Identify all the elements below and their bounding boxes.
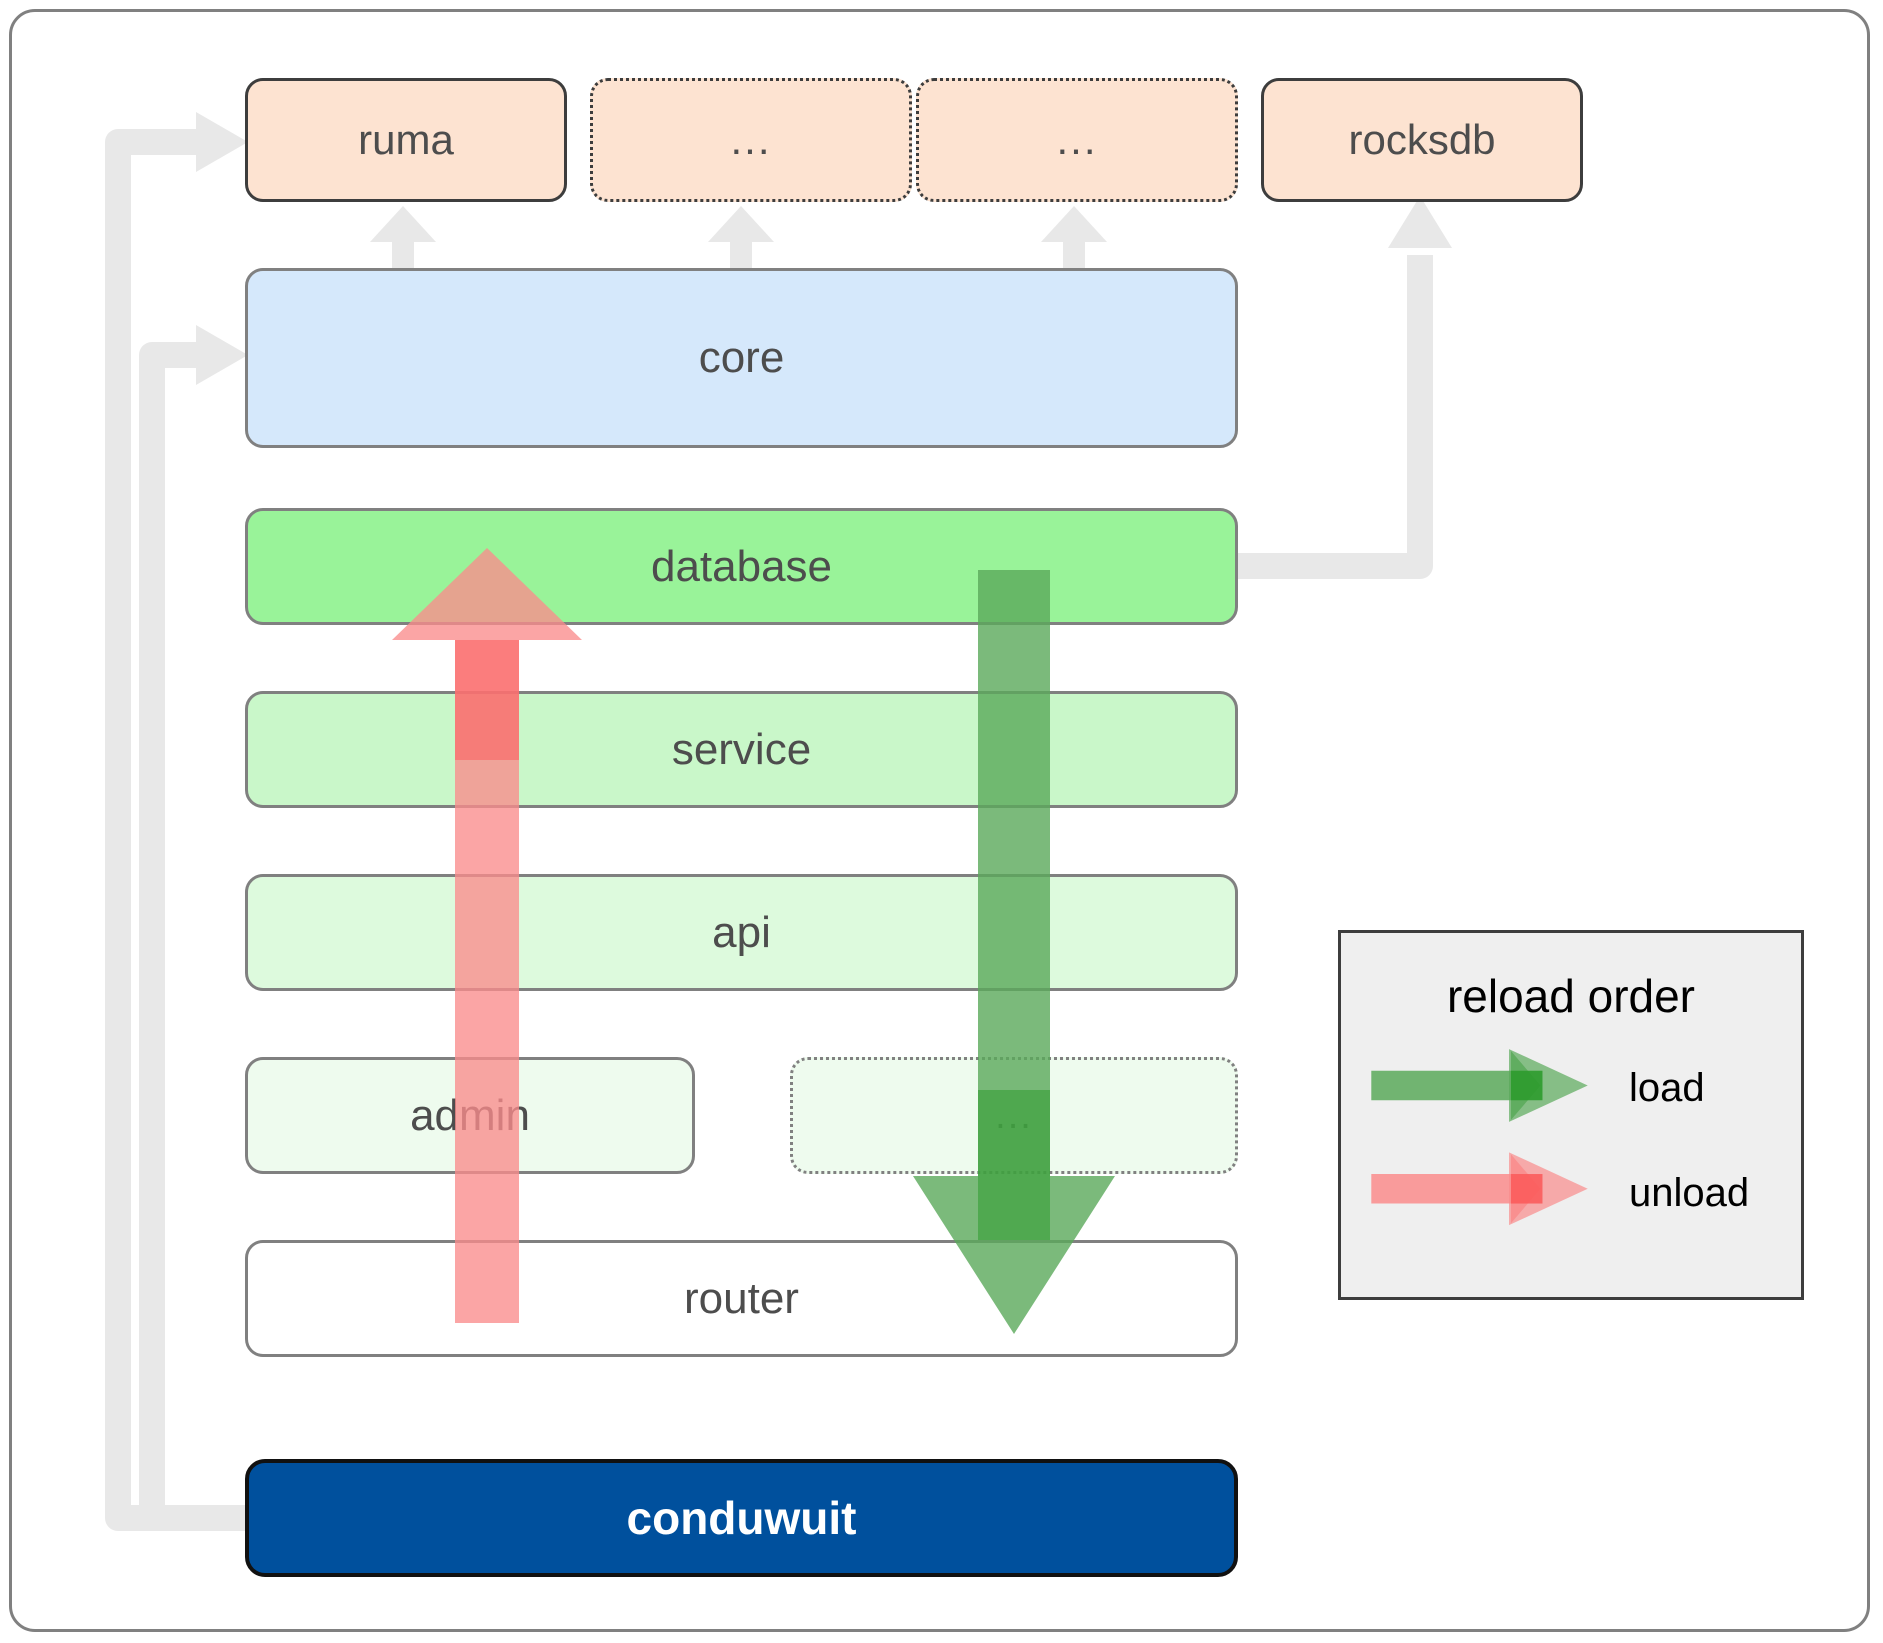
layer-label-ellipsis-3: ... (995, 1094, 1033, 1137)
legend-label-unload: unload (1629, 1171, 1750, 1215)
legend-arrow-glyphs (1371, 1049, 1588, 1226)
dependency-label-ellipsis-2: ... (1056, 116, 1098, 163)
layer-box-ellipsis-3[interactable]: ... (790, 1057, 1238, 1174)
diagram-frame (9, 9, 1870, 1632)
legend-title: reload order (1446, 970, 1696, 1022)
dependency-label-rocksdb: rocksdb (1348, 116, 1496, 163)
brand-label-conduwuit: conduwuit (626, 1492, 857, 1544)
layer-box-core[interactable]: core (245, 268, 1238, 448)
dependency-box-ruma[interactable]: ruma (245, 78, 567, 202)
layer-label-api: api (712, 907, 771, 957)
layer-label-service: service (671, 724, 812, 774)
legend-label-load: load (1629, 1066, 1705, 1110)
layer-box-service[interactable]: service (245, 691, 1238, 808)
layer-label-router: router (684, 1273, 799, 1323)
layer-label-core: core (698, 333, 785, 382)
dependency-label-ruma: ruma (358, 116, 454, 163)
layer-label-database: database (650, 541, 833, 591)
dependency-box-rocksdb[interactable]: rocksdb (1261, 78, 1583, 202)
layer-box-router[interactable]: router (245, 1240, 1238, 1357)
layer-box-api[interactable]: api (245, 874, 1238, 991)
brand-box-conduwuit[interactable]: conduwuit (245, 1459, 1238, 1577)
dependency-label-ellipsis-1: ... (730, 116, 772, 163)
legend-panel: reload order load unload (1338, 930, 1804, 1300)
legend-load-arrow-icon (1371, 1049, 1588, 1122)
layer-label-admin: admin (410, 1090, 530, 1140)
layer-box-admin[interactable]: admin (245, 1057, 695, 1174)
layer-box-database[interactable]: database (245, 508, 1238, 625)
dependency-box-ellipsis-1[interactable]: ... (590, 78, 912, 202)
legend-unload-arrow-icon (1371, 1152, 1588, 1226)
dependency-box-ellipsis-2[interactable]: ... (916, 78, 1238, 202)
